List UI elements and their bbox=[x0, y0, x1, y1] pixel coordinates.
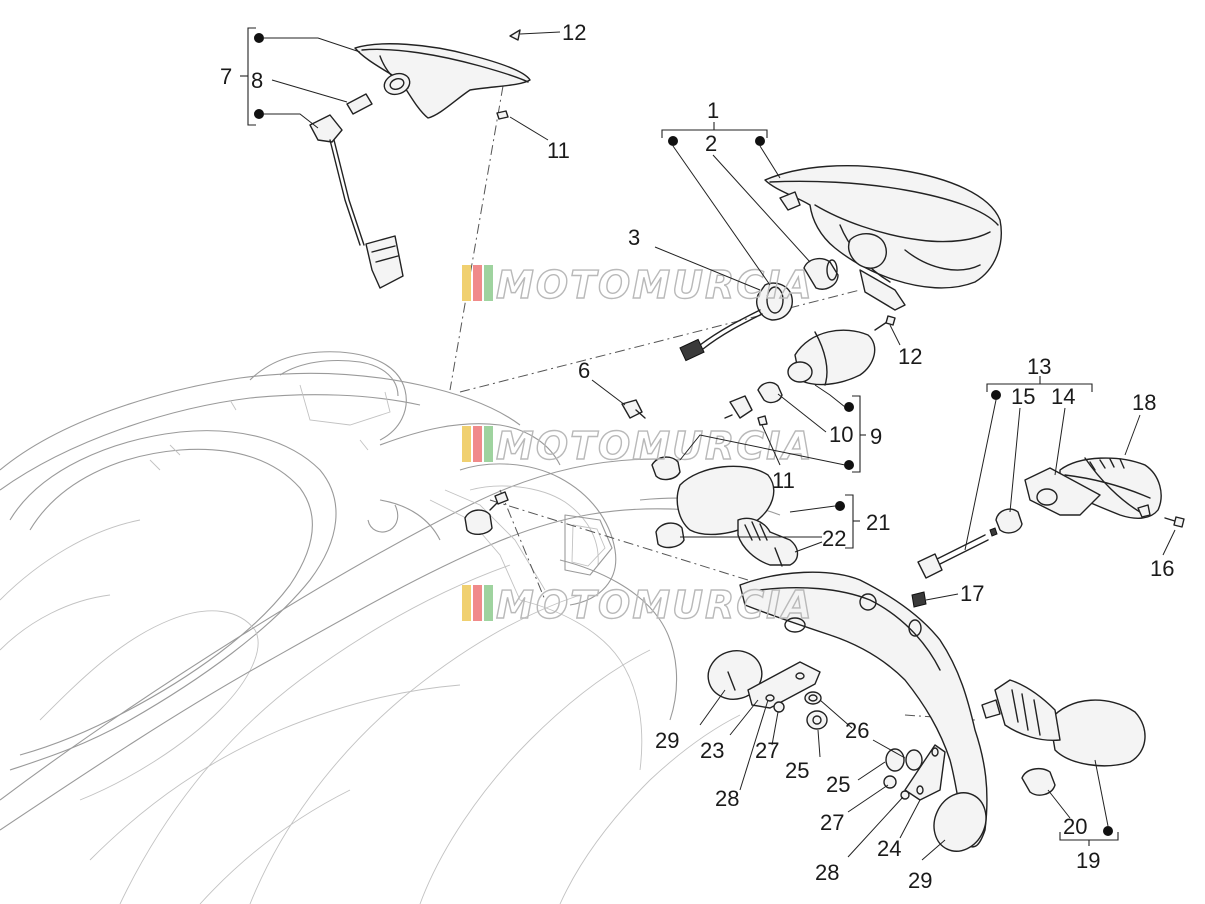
part-labels: 7 8 12 11 1 2 3 12 6 10 9 11 21 22 13 15… bbox=[220, 20, 1174, 893]
hardware-lower-left bbox=[707, 650, 828, 730]
label-2: 2 bbox=[705, 131, 717, 156]
label-29-left: 29 bbox=[655, 728, 679, 753]
watermark-text: MOTOMURCIA bbox=[496, 583, 814, 627]
watermark-stripe bbox=[484, 585, 493, 621]
group-brackets bbox=[240, 27, 1119, 846]
hardware-lower-right bbox=[883, 744, 987, 852]
watermark-stripe bbox=[462, 265, 471, 301]
label-22: 22 bbox=[822, 526, 846, 551]
label-9: 9 bbox=[870, 424, 882, 449]
leader-lines bbox=[264, 31, 1176, 861]
label-7: 7 bbox=[220, 64, 232, 89]
label-20: 20 bbox=[1063, 814, 1087, 839]
label-3: 3 bbox=[628, 225, 640, 250]
lens-14 bbox=[1024, 467, 1101, 516]
label-25-left: 25 bbox=[785, 758, 809, 783]
label-14: 14 bbox=[1051, 384, 1075, 409]
watermark-stripe bbox=[473, 426, 482, 462]
watermark-stripe bbox=[462, 585, 471, 621]
clip-6 bbox=[621, 399, 646, 419]
clip-11 bbox=[757, 415, 768, 426]
screw-16 bbox=[1164, 516, 1185, 528]
watermark-2: MOTOMURCIA bbox=[462, 423, 814, 469]
watermark-3: MOTOMURCIA bbox=[462, 582, 814, 628]
label-27-left: 27 bbox=[755, 738, 779, 763]
label-15: 15 bbox=[1011, 384, 1035, 409]
label-23: 23 bbox=[700, 738, 724, 763]
bulb-2 bbox=[803, 257, 839, 290]
label-19: 19 bbox=[1076, 848, 1100, 873]
watermark-stripe bbox=[484, 265, 493, 301]
label-10: 10 bbox=[829, 422, 853, 447]
body-fasteners bbox=[464, 491, 509, 535]
license-light-housing-18 bbox=[1059, 457, 1162, 519]
label-13: 13 bbox=[1027, 354, 1051, 379]
bulb-15 bbox=[995, 508, 1023, 534]
screw-12 bbox=[874, 315, 896, 331]
bulb-20 bbox=[1021, 767, 1056, 796]
bulb-small bbox=[651, 456, 681, 481]
label-24: 24 bbox=[877, 836, 901, 861]
label-16: 16 bbox=[1150, 556, 1174, 581]
label-12-mid: 12 bbox=[898, 344, 922, 369]
socket-wire-13 bbox=[917, 527, 998, 579]
label-28-left: 28 bbox=[715, 786, 739, 811]
label-11-mid: 11 bbox=[772, 468, 795, 493]
label-17: 17 bbox=[960, 581, 984, 606]
label-1: 1 bbox=[707, 98, 719, 123]
watermark-stripe bbox=[462, 426, 471, 462]
clip-17 bbox=[911, 591, 927, 608]
label-21: 21 bbox=[866, 510, 890, 535]
watermark-stripe bbox=[473, 265, 482, 301]
watermark-text: MOTOMURCIA bbox=[496, 263, 814, 307]
label-25-right: 25 bbox=[826, 772, 850, 797]
label-18: 18 bbox=[1132, 390, 1156, 415]
watermark-1: MOTOMURCIA bbox=[462, 262, 814, 308]
turn-signal-19 bbox=[981, 679, 1146, 767]
label-27-right: 27 bbox=[820, 810, 844, 835]
turn-signal-9 bbox=[724, 329, 876, 419]
label-8: 8 bbox=[251, 68, 263, 93]
label-26: 26 bbox=[845, 718, 869, 743]
front-position-light-assembly bbox=[309, 29, 531, 289]
bulb-socket-3 bbox=[679, 282, 793, 362]
watermark-stripe bbox=[484, 426, 493, 462]
rear-bracket bbox=[739, 571, 988, 848]
label-12-top: 12 bbox=[562, 20, 586, 45]
turn-signal-21 bbox=[655, 465, 799, 567]
main-light-assembly bbox=[764, 165, 1002, 311]
watermark-stripe bbox=[473, 585, 482, 621]
label-11-top: 11 bbox=[547, 138, 570, 163]
watermark-text: MOTOMURCIA bbox=[496, 424, 814, 468]
scooter-body-outline bbox=[0, 351, 781, 904]
label-28-right: 28 bbox=[815, 860, 839, 885]
label-6: 6 bbox=[578, 358, 590, 383]
label-29-right: 29 bbox=[908, 868, 932, 893]
